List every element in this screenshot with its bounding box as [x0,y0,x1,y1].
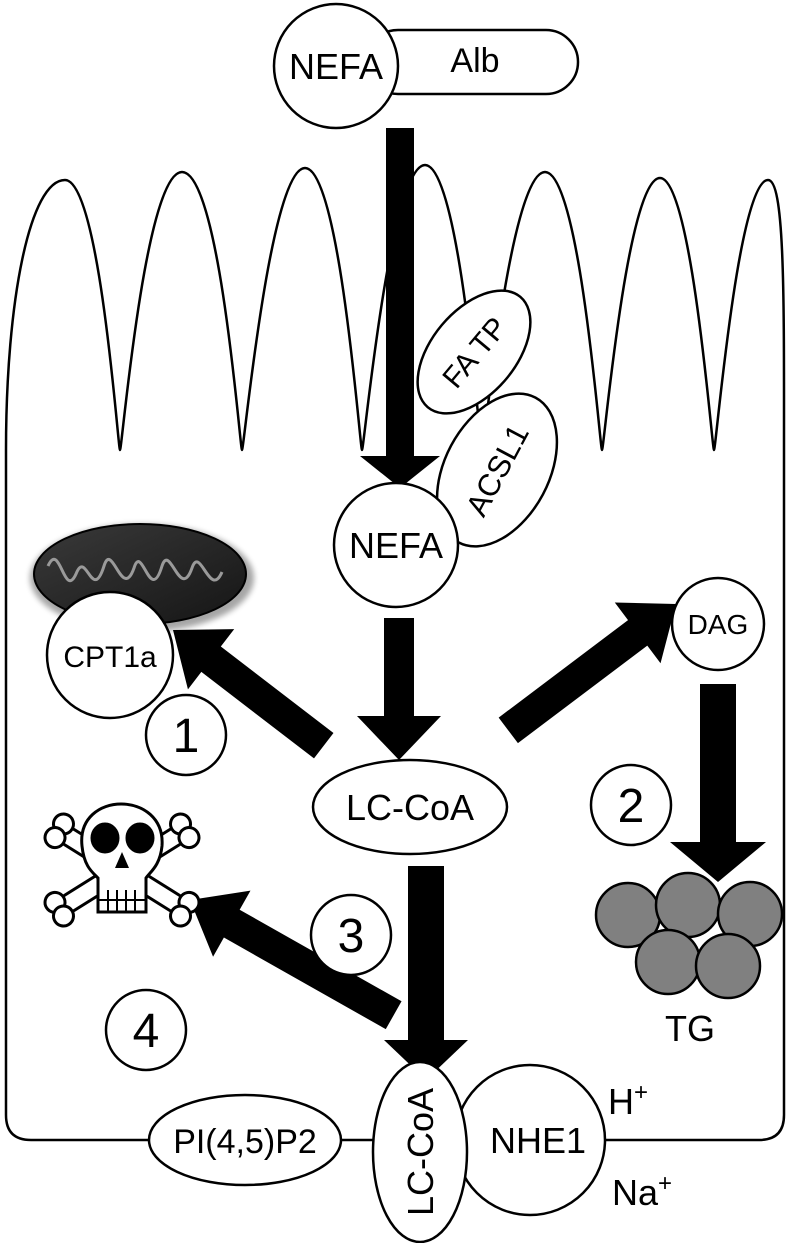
tg-synthesis-arrow [670,684,766,882]
lc-coa-label: LC-CoA [346,787,474,828]
acsl1-enzyme: ACSL1 [435,392,559,548]
fatp-shape [416,289,532,415]
cell-membrane [4,163,786,1142]
svg-text:H+: H+ [608,1079,648,1122]
cpt1a-shape [45,590,175,720]
step-1-badge: 1 [144,693,228,777]
cpt1a-enzyme: CPT1a [45,590,175,720]
lc-coa-shape [311,758,509,856]
tg-label: TG [665,1008,715,1049]
fatp-transporter: FA TP [416,289,532,415]
lc-coa-node: LC-CoA [311,758,509,856]
triglyceride-droplet-icon [594,871,784,1000]
uptake-arrow [360,128,440,488]
cpt1a-label: CPT1a [63,641,157,674]
membrane-accumulation-arrow [384,866,468,1080]
step-4-label: 4 [133,1005,160,1058]
cell-membrane-left [4,450,150,1142]
toxicity-arrow [190,890,402,1030]
nefa-mid-shape [332,481,460,609]
na-ion-text: Na [612,1172,659,1213]
nefa-intracellular: NEFA [332,481,460,609]
nhe1-exchanger: NHE1 [453,1063,607,1217]
albumin-complex: Alb NEFA [272,2,580,130]
nhe1-label: NHE1 [490,1120,586,1161]
step-4-badge: 4 [104,988,188,1072]
proton-label: H+ [608,1079,648,1122]
h-ion-text: H [608,1081,634,1122]
pip2-shape [147,1093,343,1187]
dag-node: DAG [670,576,766,672]
lc-coa-membrane-label: LC-CoA [400,1088,441,1216]
pip2-label: PI(4,5)P2 [173,1123,317,1161]
nefa-top-label: NEFA [289,46,383,87]
step-1-label: 1 [173,710,200,763]
esterification-arrow [498,602,676,744]
step-3-badge: 3 [309,893,393,977]
sodium-label: Na+ [612,1170,672,1213]
activation-arrow [357,618,441,760]
dag-label: DAG [688,609,749,640]
alb-label: Alb [450,42,499,80]
oxidation-arrow [173,629,334,759]
pip2-lipid: PI(4,5)P2 [147,1093,343,1187]
svg-text:Na+: Na+ [612,1170,672,1213]
h-charge-text: + [634,1079,648,1106]
step-2-badge: 2 [589,763,673,847]
lc-coa-membrane-shape [371,1060,469,1243]
skull-crossbones-icon [43,802,201,928]
step-2-label: 2 [618,780,645,833]
nefa-mid-label: NEFA [349,525,443,566]
step-3-label: 3 [338,910,365,963]
nefa-top-shape [272,2,400,130]
lc-coa-membrane-node: LC-CoA [371,1060,469,1243]
na-charge-text: + [658,1170,672,1197]
dag-shape [670,576,766,672]
